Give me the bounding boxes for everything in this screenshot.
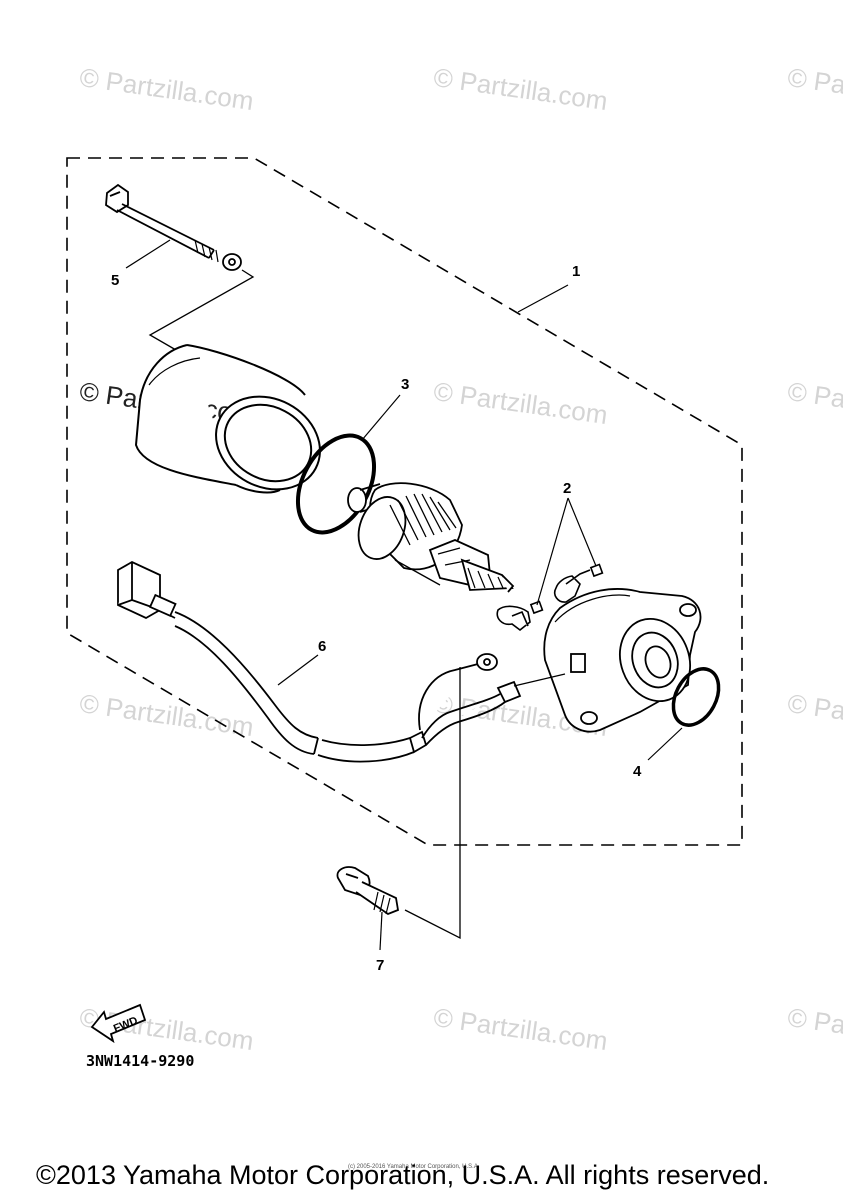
small-copyright: (c) 2005-2016 Yamaha Motor Corporation, … bbox=[348, 1164, 480, 1170]
leader-3 bbox=[361, 394, 401, 441]
callout-2: 2 bbox=[563, 480, 572, 497]
brush-holder-2 bbox=[496, 563, 604, 632]
catalog-number: 3NW1414-9290 bbox=[86, 1052, 195, 1070]
leader-7 bbox=[379, 911, 383, 951]
leader-6 bbox=[277, 654, 319, 686]
callout-6: 6 bbox=[318, 638, 327, 655]
leader-5 bbox=[125, 239, 171, 269]
guide-line bbox=[148, 269, 255, 351]
leader-4 bbox=[647, 727, 683, 761]
yoke-housing bbox=[134, 344, 321, 494]
fwd-arrow-icon: FWD bbox=[90, 1003, 147, 1044]
front-cover bbox=[543, 588, 702, 733]
callout-3: 3 bbox=[401, 376, 410, 393]
callout-1: 1 bbox=[572, 263, 581, 280]
callout-5: 5 bbox=[111, 272, 120, 289]
lead-wire-6 bbox=[117, 560, 566, 763]
screw-7 bbox=[336, 866, 400, 916]
callout-4: 4 bbox=[633, 763, 642, 780]
leader-1 bbox=[517, 284, 569, 313]
copyright-notice: ©2013 Yamaha Motor Corporation, U.S.A. A… bbox=[36, 1160, 770, 1190]
leader-2 bbox=[536, 497, 597, 606]
o-ring-4 bbox=[671, 667, 721, 727]
bolt-5 bbox=[105, 183, 242, 271]
callout-7: 7 bbox=[376, 957, 385, 974]
guide-line bbox=[404, 667, 461, 940]
armature bbox=[347, 482, 515, 593]
